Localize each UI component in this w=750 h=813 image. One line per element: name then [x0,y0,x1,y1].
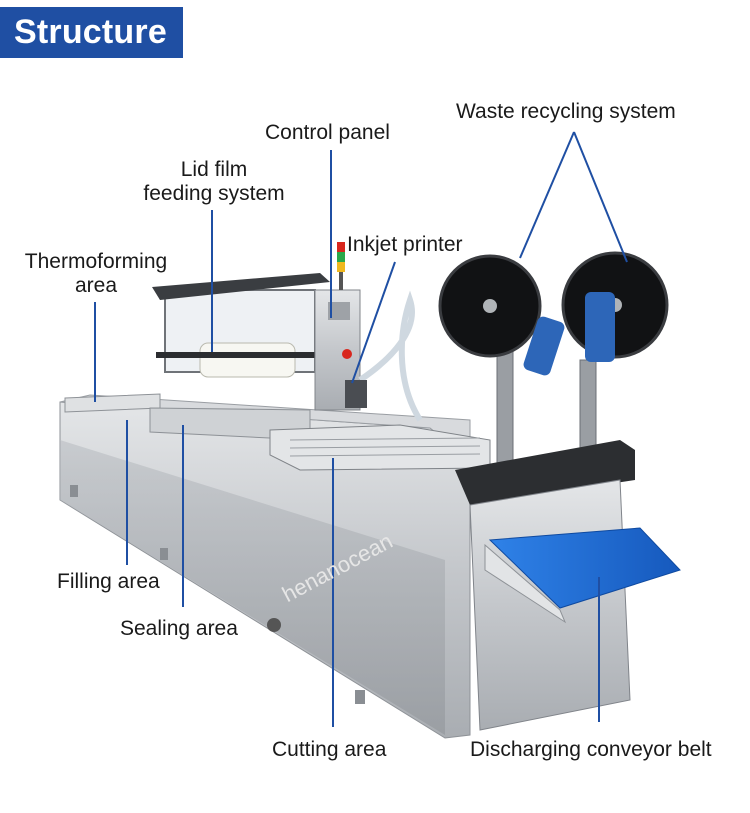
signal-tower-pole [339,272,343,290]
inkjet-head [345,380,367,408]
signal-tower-green [337,252,345,262]
label-waste-recycling-system: Waste recycling system [456,100,676,123]
discharge-belt-guard [484,543,567,624]
signal-tower-amber [337,262,345,272]
label-thermoforming-area: Thermoforming area [12,250,180,298]
waste-motor-left [523,316,565,376]
control-panel-vent [328,302,350,320]
inkjet-hose [358,290,423,422]
label-thermo-line2: area [74,274,118,297]
waste-motor-right [585,292,615,362]
emergency-stop-icon [342,349,352,359]
waste-reel-left-hub [483,299,497,313]
lid-film-top-rail [152,273,330,300]
lid-film-roll [199,342,296,378]
label-control-panel: Control panel [265,121,390,144]
leader-waste-left [519,131,575,259]
label-inkjet-printer: Inkjet printer [347,233,463,256]
machine-feet [70,485,365,704]
signal-tower-red [337,242,345,252]
label-filling-area: Filling area [57,570,160,593]
machine-caster [267,618,281,632]
leader-waste-right [573,131,628,263]
label-sealing-area: Sealing area [120,617,238,640]
label-discharging-conveyor-belt: Discharging conveyor belt [470,738,712,761]
discharge-belt [488,527,681,609]
machine-body-lower-panel [60,440,445,735]
lid-film-shaft [156,352,326,358]
leader-inkjet [351,261,396,384]
label-thermo-line1: Thermoforming [24,250,168,273]
label-lid-film-feeding-system: Lid film feeding system [118,158,310,206]
leader-lines [94,131,628,727]
section-heading: Structure [14,13,167,51]
label-cutting-area: Cutting area [272,738,387,761]
label-lid-film-line2: feeding system [143,182,285,205]
cutting-station-grille [289,437,481,457]
section-heading-badge: Structure [0,7,183,58]
conveyor-rail [455,440,635,505]
label-lid-film-line1: Lid film [180,158,248,181]
